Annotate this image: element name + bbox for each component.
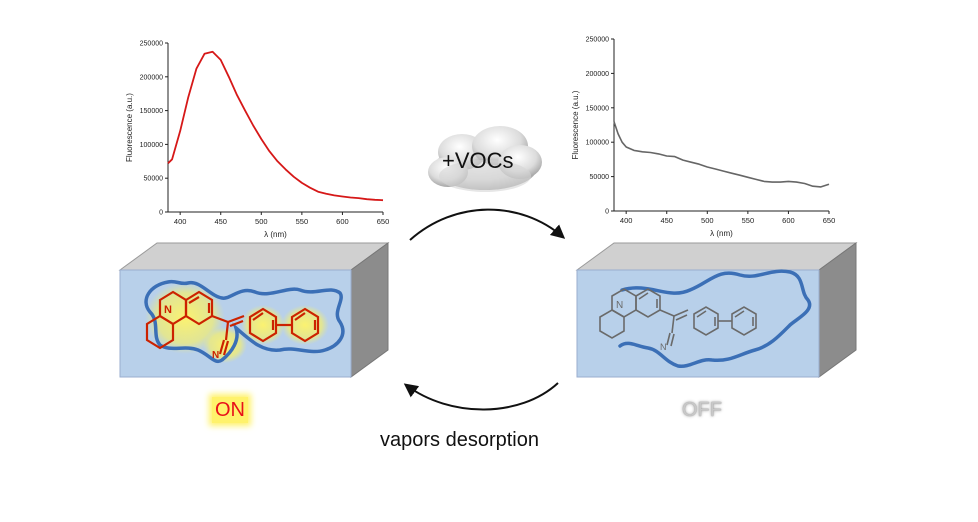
y-tick-label: 200000 — [140, 74, 163, 81]
chart-axes — [167, 43, 383, 213]
y-tick-label: 50000 — [590, 174, 610, 181]
polymer-chain-off — [618, 269, 812, 368]
y-tick-label: 100000 — [140, 142, 163, 149]
y-tick-label: 250000 — [140, 41, 163, 48]
fluorescence-chart-off: 400 450 500 550 600 650 0 50000 100000 150000 2000… — [571, 37, 835, 239]
fluorescence-chart-on: 400 450 500 550 600 650 0 50000 100000 150000 2000… — [125, 41, 389, 240]
y-tick-label: 250000 — [586, 37, 609, 44]
x-tick-label: 550 — [296, 217, 309, 226]
x-tick-label: 500 — [701, 216, 714, 225]
x-tick-label: 450 — [214, 217, 227, 226]
y-tick-label: 150000 — [586, 105, 609, 112]
molecule-on — [145, 290, 320, 356]
n-atom-label-off: N — [616, 300, 623, 311]
x-tick-label: 400 — [174, 217, 187, 226]
arrow-forward — [409, 208, 566, 241]
cn-label-on: N — [212, 350, 219, 361]
y-tick-label: 150000 — [140, 108, 163, 115]
y-tick-label: 100000 — [586, 140, 609, 147]
y-tick-label: 50000 — [144, 176, 164, 183]
state-off-label: OFF — [682, 399, 722, 421]
n-atom-label-on: N — [164, 304, 172, 316]
series-line-off — [613, 121, 830, 188]
polymer-chain-on — [144, 279, 345, 363]
y-tick-label: 0 — [605, 209, 609, 216]
arrow-reverse — [403, 382, 559, 411]
state-on-label: ON — [212, 397, 248, 423]
y-axis-label: Fluorescence (a.u.) — [571, 90, 580, 159]
chart-axes — [613, 39, 829, 212]
x-tick-label: 500 — [255, 217, 268, 226]
desorption-label: vapors desorption — [380, 429, 539, 451]
x-tick-label: 400 — [620, 216, 633, 225]
x-tick-label: 650 — [377, 217, 390, 226]
cloud-shape — [428, 126, 542, 192]
x-axis-label: λ (nm) — [710, 229, 733, 238]
y-tick-label: 0 — [159, 210, 163, 217]
y-axis-label: Fluorescence (a.u.) — [125, 93, 134, 162]
y-tick-label: 200000 — [586, 71, 609, 78]
series-line-on — [167, 50, 384, 202]
x-tick-label: 600 — [336, 217, 349, 226]
x-tick-label: 450 — [660, 216, 673, 225]
vocs-label: +VOCs — [442, 148, 514, 173]
x-axis-label: λ (nm) — [264, 230, 287, 239]
molecule-off — [599, 288, 757, 347]
x-tick-label: 600 — [782, 216, 795, 225]
x-tick-label: 650 — [823, 216, 836, 225]
cn-label-off: N — [660, 342, 667, 352]
x-tick-label: 550 — [742, 216, 755, 225]
